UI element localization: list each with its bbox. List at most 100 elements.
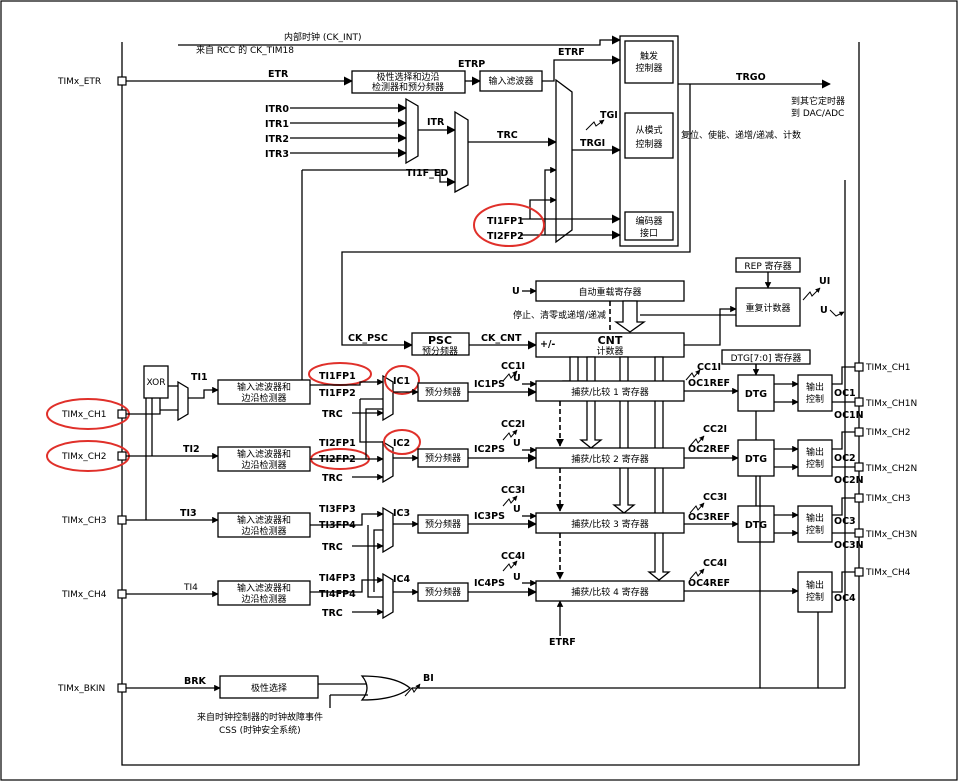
cc-register-2-label: 捕获/比较 2 寄存器 <box>571 453 648 465</box>
pin-ch4[interactable] <box>117 589 127 599</box>
pin-bkin[interactable] <box>117 683 127 693</box>
cc-register-1-label: 捕获/比较 1 寄存器 <box>571 386 648 398</box>
etrf-bottom-label: ETRF <box>549 637 576 648</box>
pin-ch2[interactable] <box>117 451 127 461</box>
trgo-dest-2: 到 DAC/ADC <box>791 107 844 119</box>
input-filter-4-line2: 边沿检测器 <box>241 593 286 605</box>
polarity-select-box <box>219 675 319 699</box>
trigger-controller-box <box>624 40 674 84</box>
input-filter-3-line1: 输入滤波器和 <box>237 514 291 526</box>
ti4fp3-label: TI4FP3 <box>319 573 356 584</box>
trc2-label: TRC <box>322 473 343 484</box>
xor-gate <box>143 365 169 399</box>
ic2-label: IC2 <box>393 438 410 449</box>
etr-input-filter-label: 输入滤波器 <box>488 75 533 87</box>
oc1n-label: OC1N <box>834 410 864 421</box>
u4-label: U <box>513 572 521 583</box>
trigger-container <box>619 35 679 247</box>
pin-out-ch1[interactable] <box>854 362 864 372</box>
reload-to-cnt-arrow <box>613 300 647 333</box>
etr-box-line2: 检测器和预分频器 <box>372 81 444 93</box>
trc-top-label: TRC <box>497 130 518 141</box>
ic4-mux <box>382 572 394 620</box>
trigger-controller-line2: 控制器 <box>635 62 662 74</box>
pin-ch1[interactable] <box>117 409 127 419</box>
cnt-sub-label: 计数器 <box>596 345 623 357</box>
cc3i-out-label: CC3I <box>703 492 727 503</box>
pin-out-ch2-label: TIMx_CH2 <box>865 428 911 438</box>
itr3-label: ITR3 <box>265 149 289 160</box>
pin-etr[interactable] <box>117 76 127 86</box>
slave-control-note: 复位、使能、递增/递减、计数 <box>681 129 801 141</box>
etr-box-line1: 极性选择和边沿 <box>376 71 439 83</box>
cc2i-out-label: CC2I <box>703 424 727 435</box>
ic1ps-label: IC1PS <box>474 379 505 390</box>
ti1fp1-top-label: TI1FP1 <box>487 216 524 227</box>
ti2fp1-label: TI2FP1 <box>319 438 356 449</box>
dtg-register-label: DTG[7:0] 寄存器 <box>731 352 802 364</box>
output-control-1-line1: 输出 <box>806 381 824 393</box>
ic3ps-label: IC3PS <box>474 511 505 522</box>
output-control-2-line1: 输出 <box>806 446 824 458</box>
itr2-label: ITR2 <box>265 134 289 145</box>
u2-label: U <box>513 438 521 449</box>
itr1-label: ITR1 <box>265 119 289 130</box>
pin-ch3-label: TIMx_CH3 <box>61 516 107 526</box>
cnt-box <box>535 332 685 358</box>
input-filter-1 <box>217 379 311 405</box>
output-control-1-line2: 控制 <box>806 393 824 405</box>
ti4-label: TI4 <box>183 583 198 593</box>
prescaler-1-label: 预分频器 <box>425 386 461 398</box>
trigger-controller-line1: 触发 <box>640 50 658 62</box>
highlight-ic2 <box>383 429 421 455</box>
pin-out-ch2[interactable] <box>854 427 864 437</box>
output-control-3 <box>797 505 833 543</box>
trgi-mux <box>555 78 573 244</box>
u-reload-label: U <box>512 286 520 297</box>
etr-label: ETR <box>268 69 289 80</box>
trc-mux <box>454 110 469 194</box>
etr-prescaler-box <box>351 70 466 94</box>
cc2i-label: CC2I <box>501 419 525 430</box>
cc-register-4-label: 捕获/比较 4 寄存器 <box>571 586 648 598</box>
cc-register-3 <box>535 512 685 534</box>
input-filter-2-line1: 输入滤波器和 <box>237 448 291 460</box>
etrp-label: ETRP <box>458 59 485 70</box>
pin-out-ch3-label: TIMx_CH3 <box>865 494 911 504</box>
pin-out-ch2n[interactable] <box>854 462 864 472</box>
itr-mux <box>405 97 419 165</box>
u-rep-label: U <box>820 305 828 316</box>
output-control-3-line1: 输出 <box>806 512 824 524</box>
trgi-label: TRGI <box>580 138 605 149</box>
encoder-interface-box <box>624 211 674 241</box>
ti3-label: TI3 <box>180 508 197 519</box>
oc3n-label: OC3N <box>834 540 864 551</box>
prescaler-2-label: 预分频器 <box>425 452 461 464</box>
highlight-ti1fp1-ti2fp2-top <box>473 203 545 247</box>
rep-counter-label: 重复计数器 <box>745 302 790 314</box>
ti4fp4-label: TI4FP4 <box>319 589 356 600</box>
ti1-mux <box>177 380 189 422</box>
pin-ch3[interactable] <box>117 515 127 525</box>
u1-label: U <box>513 373 521 384</box>
input-filter-2 <box>217 446 311 472</box>
trgo-label: TRGO <box>736 72 766 83</box>
pin-ch1-label: TIMx_CH1 <box>61 410 107 420</box>
input-filter-1-line2: 边沿检测器 <box>241 392 286 404</box>
ck-psc-label: CK_PSC <box>348 333 388 344</box>
auto-reload-label: 自动重载寄存器 <box>578 286 641 298</box>
ck-int-line <box>178 35 621 46</box>
pin-out-ch4[interactable] <box>854 567 864 577</box>
pin-etr-label: TIMx_ETR <box>57 77 101 87</box>
pin-ch4-label: TIMx_CH4 <box>61 590 107 600</box>
ic1-mux <box>382 374 394 422</box>
pin-out-ch1n[interactable] <box>854 397 864 407</box>
plus-minus-label: +/- <box>540 339 555 350</box>
pin-out-ch3[interactable] <box>854 493 864 503</box>
ti2-label: TI2 <box>183 444 200 455</box>
pin-ch2-label: TIMx_CH2 <box>61 452 107 462</box>
etrf-label: ETRF <box>558 47 585 58</box>
output-control-2-line2: 控制 <box>806 458 824 470</box>
bi-label: BI <box>423 673 434 684</box>
pin-out-ch3n[interactable] <box>854 528 864 538</box>
